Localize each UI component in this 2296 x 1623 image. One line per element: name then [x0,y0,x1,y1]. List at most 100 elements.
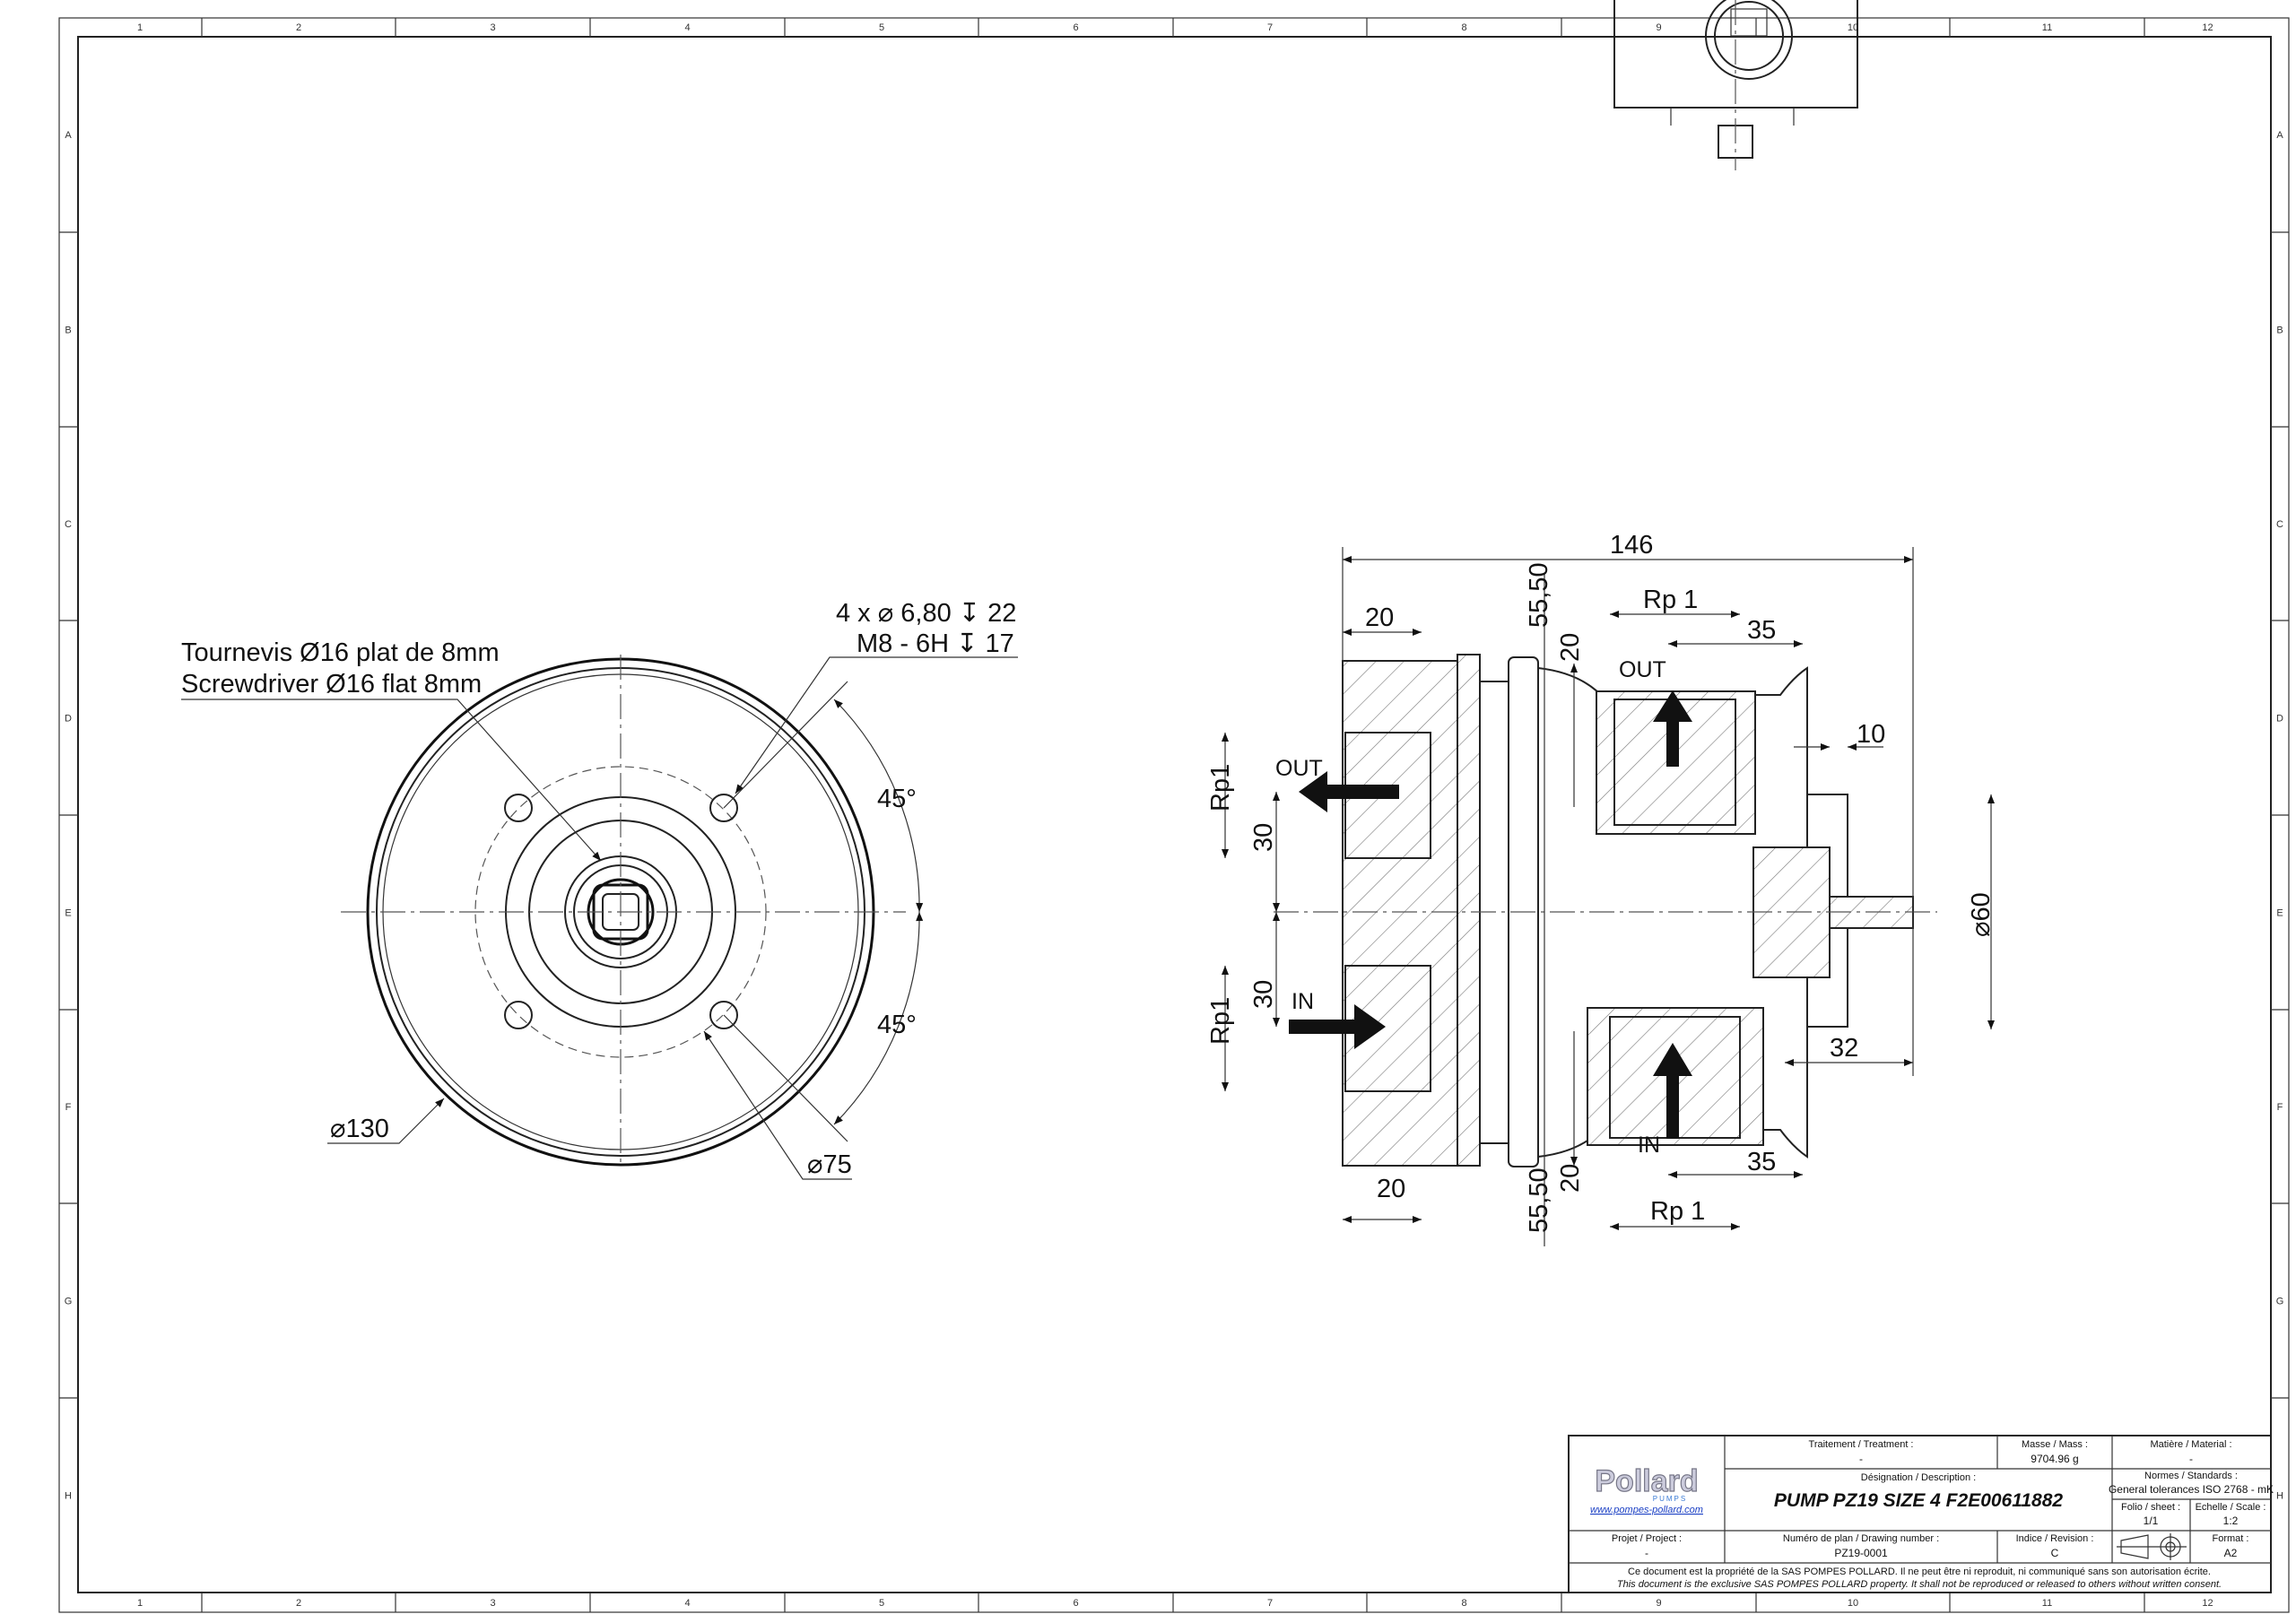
dim-left-width-bottom: 20 [1377,1175,1405,1203]
grid-row-label: H [65,1491,72,1502]
angle-bottom: 45° [877,1011,917,1039]
grid-column-label: 5 [879,22,884,33]
grid-column-label: 3 [490,1598,495,1609]
scale-label: Echelle / Scale : [2196,1502,2266,1513]
label-out-top: OUT [1619,657,1666,682]
arrow-out-top-icon [1653,690,1692,767]
dim-port-bottom-20: 20 [1556,1164,1585,1193]
bolt-hole [709,794,738,822]
website-link[interactable]: www.pompes-pollard.com [1590,1505,1703,1515]
top-partial-view [1613,0,1858,170]
notice-fr: Ce document est la propriété de la SAS P… [1628,1567,2211,1577]
grid-column-label: 12 [2202,1598,2213,1609]
projection-symbol-icon [2117,1533,2187,1560]
bolt-hole [709,1001,738,1029]
grid-column-label: 6 [1073,1598,1078,1609]
grid-column-label: 4 [684,22,690,33]
front-view: Tournevis Ø16 plat de 8mm Screwdriver Ø1… [181,599,1018,1180]
grid-row-label: G [2276,1297,2284,1307]
project-value: - [1645,1547,1648,1559]
dim-overall-length: 146 [1610,531,1653,560]
dim-port-top-20: 20 [1556,633,1585,662]
holes-callout-2: M8 - 6H ↧ 17 [857,629,1014,658]
dim-port-bottom-thread: Rp 1 [1650,1197,1705,1226]
grid-column-label: 11 [2042,22,2052,33]
bolt-hole [504,1001,533,1029]
angle-top: 45° [877,785,917,813]
grid-column-label: 2 [296,1598,301,1609]
grid-row-label: F [2277,1102,2283,1113]
grid-column-label: 6 [1073,22,1078,33]
grid-row-label: D [2276,714,2283,725]
dim-hub-length: 32 [1830,1034,1858,1063]
dim-left-port-top-offset: 30 [1249,823,1278,852]
grid-row-label: C [65,519,72,530]
label-out-left: OUT [1275,756,1323,781]
grid-column-label: 1 [137,1598,143,1609]
format-value: A2 [2224,1547,2238,1559]
label-in-bottom: IN [1638,1133,1660,1158]
revision-label: Indice / Revision : [2016,1533,2094,1544]
holes-callout-1: 4 x ⌀ 6,80 ↧ 22 [836,599,1016,628]
grid-row-label: A [65,130,72,141]
drawing-number-label: Numéro de plan / Drawing number : [1783,1533,1939,1544]
folio-label: Folio / sheet : [2121,1502,2180,1513]
grid-column-label: 7 [1267,22,1273,33]
arrow-out-left-icon [1299,771,1399,812]
treatment-value: - [1859,1453,1863,1465]
project-label: Projet / Project : [1612,1533,1682,1544]
description-label: Désignation / Description : [1861,1472,1976,1483]
arrow-in-bottom-icon [1653,1043,1692,1139]
standards-label: Normes / Standards : [2144,1471,2238,1481]
dim-port-top-thread: Rp 1 [1643,586,1698,614]
mass-value: 9704.96 g [2031,1453,2078,1465]
grid-column-label: 2 [296,22,301,33]
grid-column-label: 11 [2042,1598,2052,1609]
sheet-frame [58,17,2290,1613]
dim-offset-top: 55,50 [1525,562,1553,628]
mass-label: Masse / Mass : [2022,1439,2088,1450]
grid-row-label: B [2276,325,2283,336]
grid-column-label: 9 [1656,22,1661,33]
scale-value: 1:2 [2223,1515,2239,1527]
revision-value: C [2051,1547,2059,1559]
bolt-holes [504,794,738,1029]
grid-column-label: 9 [1656,1598,1661,1609]
grid-column-label: 1 [137,22,143,33]
grid-column-label: 12 [2202,22,2213,33]
bolt-hole [504,794,533,822]
grid-row-label: A [2276,130,2283,141]
material-label: Matière / Material : [2150,1439,2231,1450]
notice-en: This document is the exclusive SAS POMPE… [1617,1579,2222,1590]
dim-port-bottom-depth: 35 [1747,1148,1776,1176]
grid-row-label: F [65,1102,72,1113]
grid-column-label: 4 [684,1598,690,1609]
grid-row-label: G [65,1297,73,1307]
section-view: 146 20 20 55,50 55,50 Rp 1 Rp 1 35 35 20… [1206,531,1996,1246]
grid-row-label: H [2276,1491,2283,1502]
grid-row-label: E [2276,908,2283,919]
grid-row-label: D [65,714,72,725]
grid-column-label: 7 [1267,1598,1273,1609]
material-value: - [2189,1453,2193,1465]
dia-bolt-circle: ⌀75 [807,1150,852,1179]
format-label: Format : [2213,1533,2249,1544]
folio-value: 1/1 [2144,1515,2159,1527]
pollard-logo: Pollard [1595,1464,1698,1498]
standards-value: General tolerances ISO 2768 - mK [2109,1483,2274,1496]
dia-outer: ⌀130 [330,1115,389,1143]
description-value: PUMP PZ19 SIZE 4 F2E00611882 [1774,1490,2063,1511]
arrow-in-left-icon [1289,1004,1386,1049]
title-block: Pollard PUMPS www.pompes-pollard.com Tra… [1568,1435,2274,1593]
drawing-number-value: PZ19-0001 [1834,1547,1888,1559]
screwdriver-note-en: Screwdriver Ø16 flat 8mm [181,670,482,699]
dim-left-port-bottom-thread: Rp1 [1206,997,1235,1045]
treatment-label: Traitement / Treatment : [1809,1439,1914,1450]
grid-row-label: C [2276,519,2283,530]
dim-left-width-top: 20 [1365,603,1394,632]
grid-column-label: 3 [490,22,495,33]
dim-left-port-top-thread: Rp1 [1206,764,1235,812]
dim-shoulder: 10 [1857,720,1885,749]
